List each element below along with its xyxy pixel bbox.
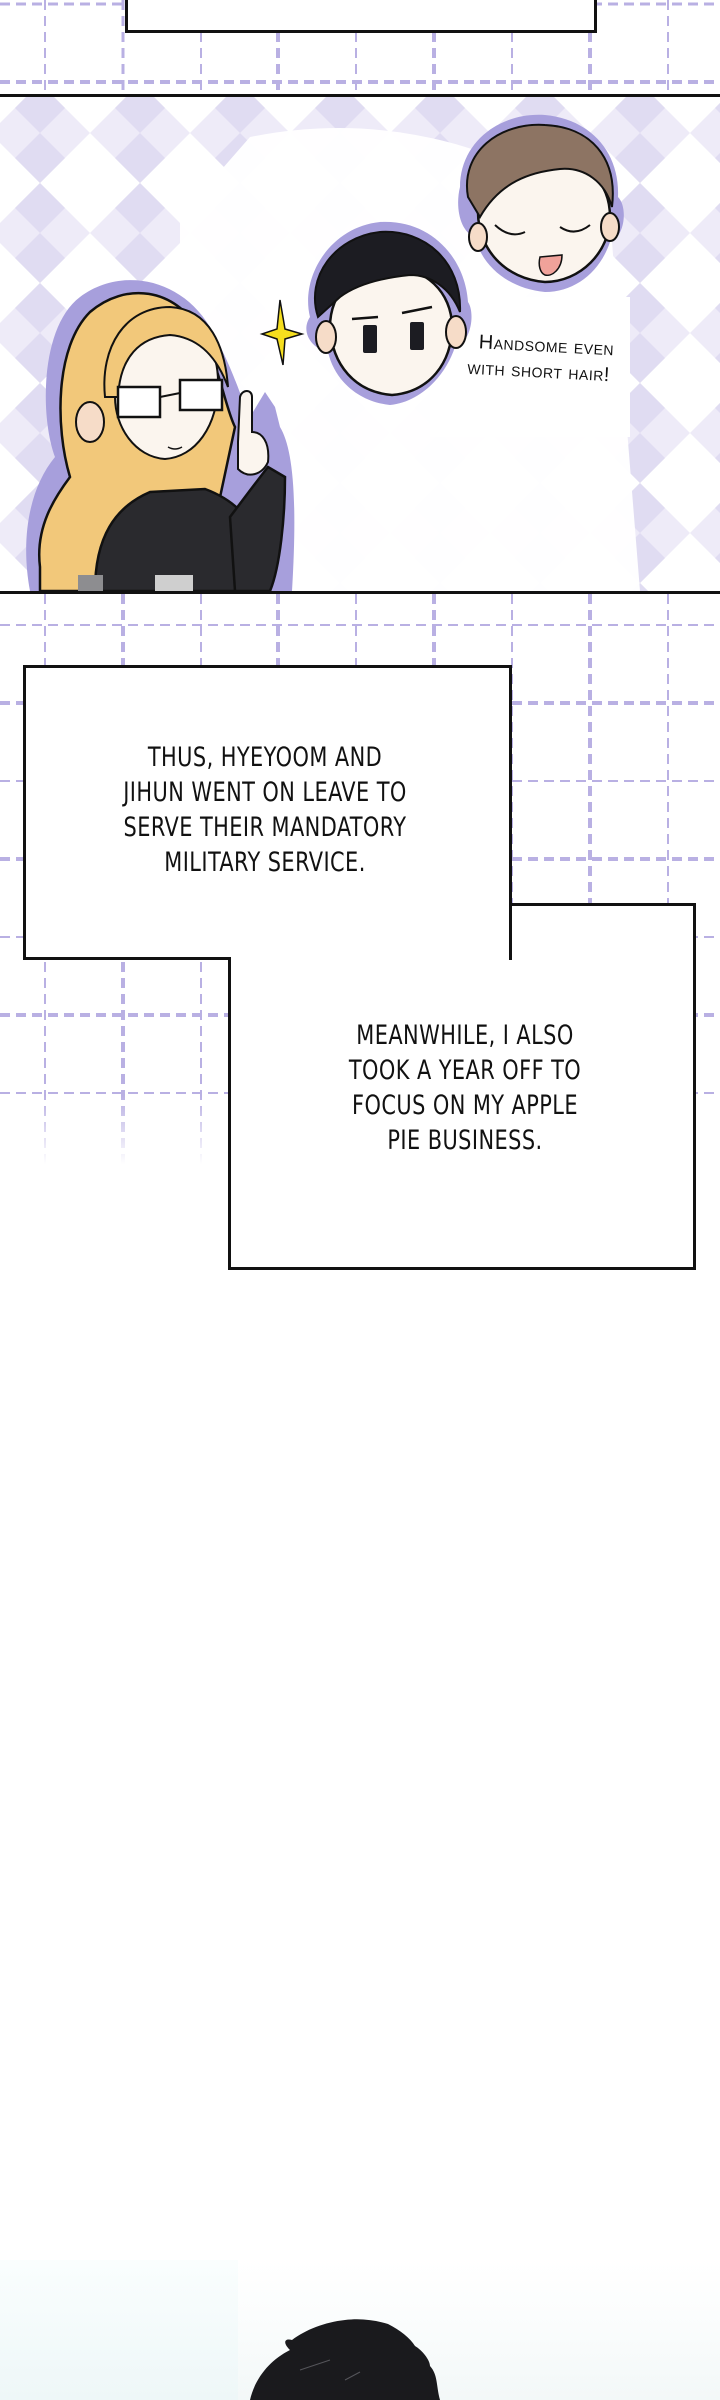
- narration-1-line-2: Jihun went on leave to: [123, 777, 407, 808]
- grid-background-top: [0, 0, 720, 94]
- bottom-scene-panel: [0, 2260, 720, 2400]
- brown-haired-man-head: [458, 114, 624, 292]
- narration-1-line-1: Thus, Hyeyoom and: [147, 742, 383, 773]
- blonde-woman-figure: [26, 280, 295, 591]
- narration-2-line-2: took a year off to: [348, 1055, 582, 1086]
- narration-caption-2: Meanwhile, I also took a year off to foc…: [272, 1018, 659, 1158]
- illustration-art: [0, 97, 720, 591]
- sparkle-icon: [259, 299, 305, 366]
- top-caption-box: [125, 0, 597, 33]
- illustration-panel: Handsome even with short hair!: [0, 94, 720, 594]
- narration-2-line-3: focus on my apple: [352, 1090, 578, 1121]
- narration-2-line-4: pie business.: [387, 1125, 543, 1156]
- box-merge-patch: [231, 906, 509, 966]
- black-haired-man-head: [306, 221, 472, 405]
- narration-caption-1: Thus, Hyeyoom and Jihun went on leave to…: [72, 740, 459, 880]
- narration-1-line-3: serve their mandatory: [123, 812, 407, 843]
- background-wall: [0, 2260, 238, 2400]
- narration-1-line-4: military service.: [164, 847, 366, 878]
- narration-2-line-1: Meanwhile, I also: [356, 1020, 574, 1051]
- dark-haired-head: [250, 2319, 440, 2400]
